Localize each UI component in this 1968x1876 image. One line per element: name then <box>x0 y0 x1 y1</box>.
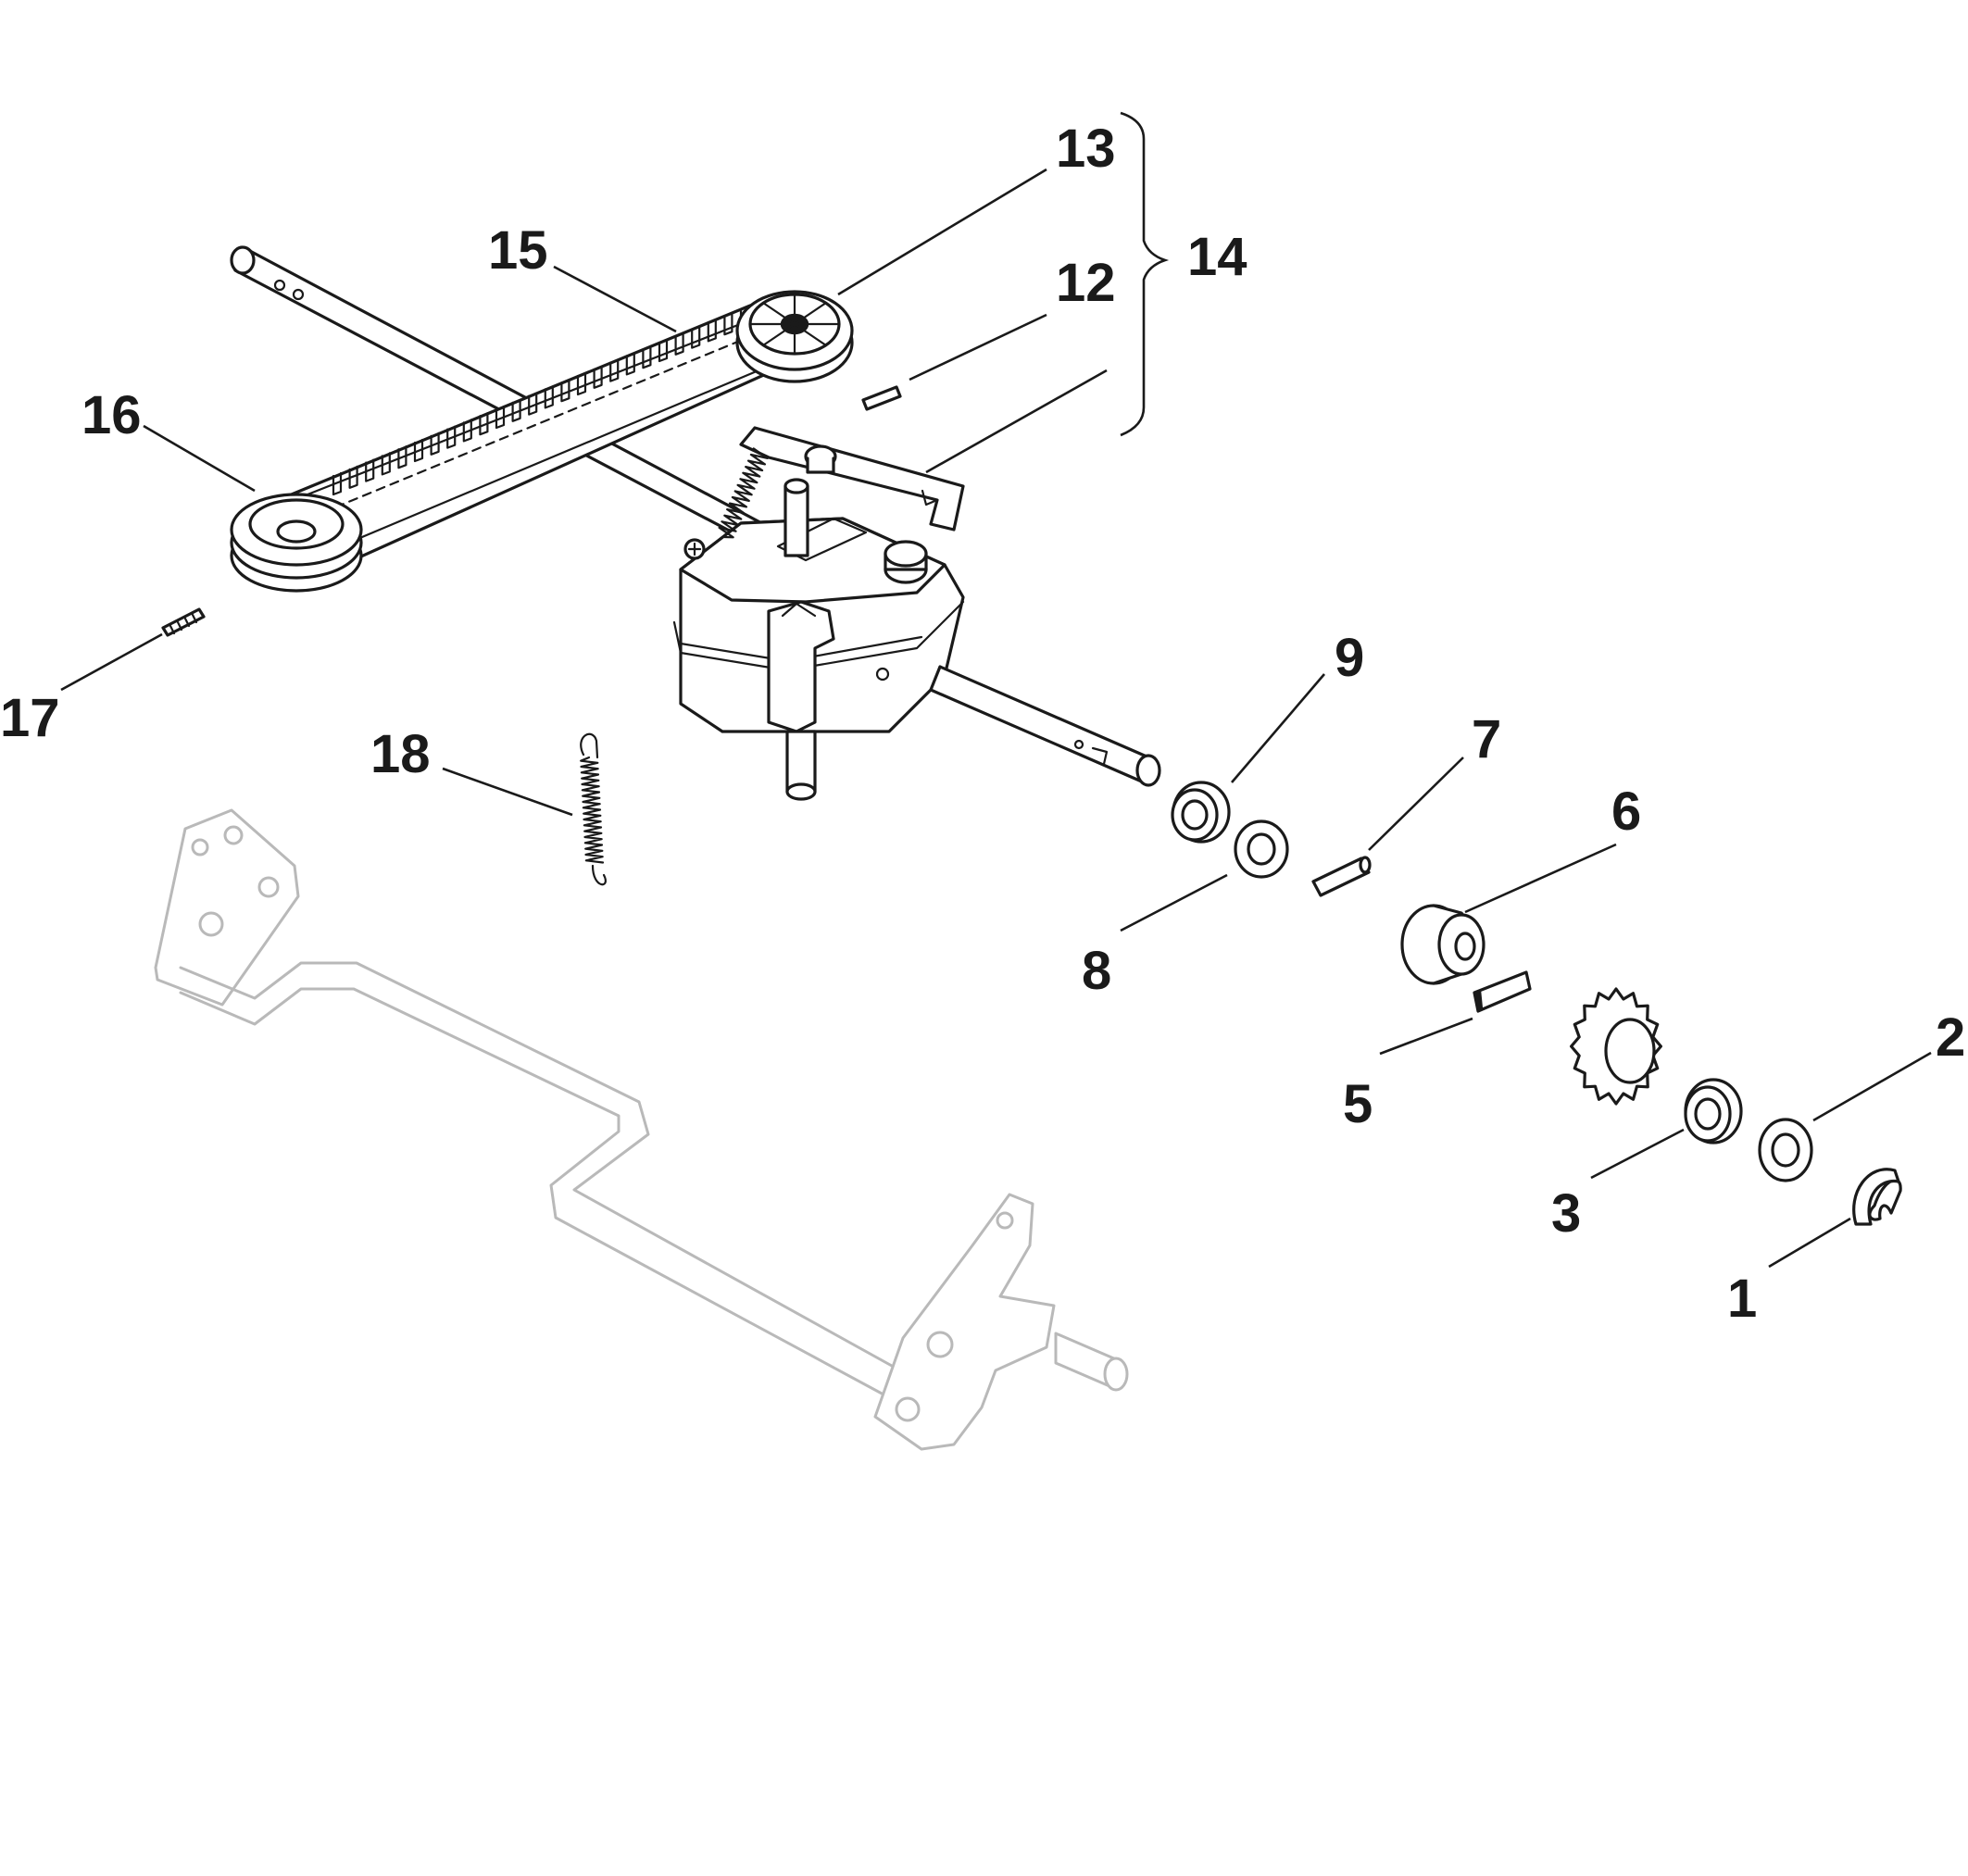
gearbox-spring <box>718 447 769 539</box>
callout-9: 9 <box>1335 628 1364 688</box>
washer-8 <box>1234 819 1289 879</box>
pulley-large <box>230 493 363 593</box>
drive-gear <box>1570 987 1662 1106</box>
ghost-frame-bracket <box>154 808 1129 1451</box>
callout-7: 7 <box>1472 709 1501 769</box>
bushing-3 <box>1684 1078 1743 1144</box>
pulley-spoked <box>735 290 854 383</box>
callout-5: 5 <box>1343 1074 1373 1134</box>
callout-12: 12 <box>1056 253 1116 313</box>
callout-14: 14 <box>1187 227 1247 287</box>
leader-lines <box>60 168 1932 1269</box>
washer-2 <box>1758 1118 1813 1182</box>
threaded-pin <box>161 607 206 637</box>
callout-18: 18 <box>370 724 431 784</box>
callout-16: 16 <box>81 385 142 445</box>
callout-13: 13 <box>1056 119 1116 179</box>
group-bracket-14 <box>1120 111 1170 437</box>
pinion-6 <box>1400 904 1485 985</box>
gearbox <box>672 478 1161 801</box>
tension-spring <box>580 732 607 886</box>
callout-6: 6 <box>1611 782 1641 842</box>
clutch-lever <box>739 426 965 532</box>
callout-3: 3 <box>1551 1183 1581 1244</box>
callout-2: 2 <box>1936 1007 1965 1068</box>
key-5 <box>1473 970 1532 1013</box>
callout-17: 17 <box>0 688 60 748</box>
e-clip-1 <box>1852 1168 1902 1226</box>
pin-7 <box>1311 856 1372 897</box>
callout-labels: 13 14 12 15 16 17 18 9 8 7 6 5 3 2 1 <box>0 119 1965 1329</box>
belt-teeth <box>332 305 750 496</box>
callout-1: 1 <box>1727 1269 1757 1329</box>
drive-belt <box>276 304 817 567</box>
pin-12 <box>861 385 902 411</box>
bushing-9 <box>1171 781 1231 844</box>
callout-8: 8 <box>1082 941 1111 1001</box>
callout-15: 15 <box>488 220 548 281</box>
